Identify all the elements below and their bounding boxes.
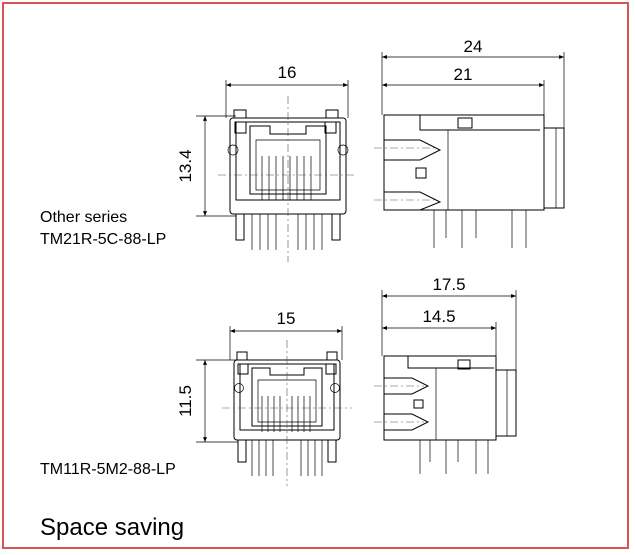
top-front-width-label: 16 xyxy=(278,63,297,82)
caption: Space saving xyxy=(40,514,184,541)
top-side-view xyxy=(374,52,565,248)
bottom-side-view xyxy=(374,290,517,474)
top-front-height-label: 13.4 xyxy=(176,149,195,182)
bottom-series-label: TM11R-5M2-88-LP xyxy=(40,461,176,478)
bottom-front-height-label: 11.5 xyxy=(176,385,195,417)
bottom-side-overall-label: 17.5 xyxy=(432,275,465,294)
diagram-frame xyxy=(2,2,629,549)
top-side-overall-label: 24 xyxy=(464,37,483,56)
bottom-front-view xyxy=(196,326,352,486)
top-series-label-1: Other series xyxy=(40,209,127,226)
top-series-label-2: TM21R-5C-88-LP xyxy=(40,231,166,248)
bottom-side-body-label: 14.5 xyxy=(422,307,455,326)
bottom-front-width-label: 15 xyxy=(277,309,296,328)
top-side-body-label: 21 xyxy=(454,65,473,84)
top-front-view xyxy=(196,80,356,262)
